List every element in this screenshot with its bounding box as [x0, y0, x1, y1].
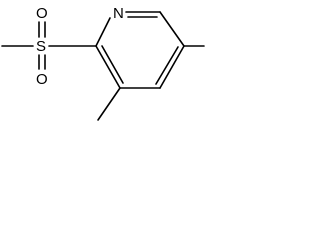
atom-label-oxygen-top: O: [36, 5, 48, 22]
atom-label-nitrogen: N: [113, 5, 124, 22]
double-bond-c5-c4: [155, 46, 179, 85]
bond-c3-c2: [95, 45, 121, 89]
structure-drawing: N S O O: [1, 5, 205, 121]
bond-c2-n1: [95, 17, 111, 47]
atom-label-oxygen-bottom: O: [36, 71, 48, 88]
bond-c5-c4: [159, 45, 185, 89]
double-bond-c3-c2: [101, 45, 124, 84]
molecule-structure: N S O O: [0, 0, 206, 122]
bond-c3-methyl: [97, 87, 121, 121]
bond-c6-c5: [159, 11, 185, 47]
atom-label-sulfur: S: [36, 38, 46, 55]
